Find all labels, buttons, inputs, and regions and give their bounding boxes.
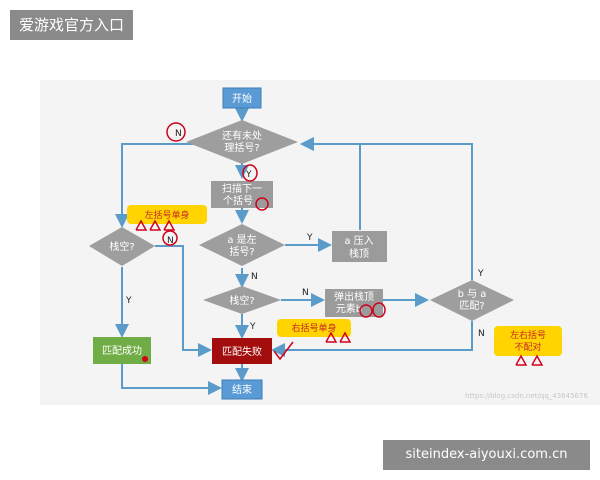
edge-labels: N Y Y N N Y N Y N Y	[125, 129, 485, 339]
triangle-mark-icon-5	[339, 331, 352, 343]
note-mismatch-text-2: 不配对	[514, 341, 541, 353]
triangle-mark-icon-6	[515, 354, 528, 366]
label-n-stackleft: N	[167, 236, 174, 246]
stackempty-mid-label: 栈空?	[229, 294, 254, 307]
pop-process: 弹出栈顶 元素b	[325, 289, 383, 317]
pop-label-2: 元素b	[336, 302, 362, 315]
circle-scan-icon	[255, 197, 269, 211]
arrow-bmatch-loop	[300, 137, 473, 280]
push-label-2: 栈顶	[349, 247, 369, 260]
note-mismatch: 左右括号 不配对	[494, 326, 562, 356]
isleft-label-2: 括号?	[229, 245, 254, 258]
bracket-matching-flowchart: 开始 还有未处 理括号? 扫描下一 个括号 a 是左 括号? a 压入 栈顶	[89, 87, 588, 400]
is-left-decision: a 是左 括号?	[199, 224, 285, 266]
watermark: https://blog.csdn.net/qq_43645676	[465, 392, 588, 400]
check-fail-icon	[273, 341, 294, 361]
success-label: 匹配成功	[102, 345, 142, 357]
label-n-bmatch: N	[478, 329, 485, 339]
triangle-mark-icon-3	[163, 219, 176, 231]
unprocessed-label-2: 理括号?	[224, 141, 259, 154]
label-y-scan: Y	[245, 170, 252, 180]
flowchart-canvas: 开始 还有未处 理括号? 扫描下一 个括号 a 是左 括号? a 压入 栈顶	[40, 80, 600, 405]
label-y-stackmid: Y	[249, 322, 256, 332]
unprocessed-decision: 还有未处 理括号?	[186, 120, 298, 164]
arrow-push-loop	[300, 137, 361, 230]
circle-n-stackleft-icon	[162, 230, 178, 246]
note-left-extra: 左括号单身	[127, 205, 207, 224]
site-title-badge[interactable]: 爱游戏官方入口	[10, 10, 134, 40]
circle-y-scan-icon	[242, 164, 258, 182]
scan-next-process: 扫描下一 个括号	[211, 181, 273, 208]
note-right-extra-text: 右括号单身	[291, 322, 336, 334]
unprocessed-label-1: 还有未处	[222, 129, 262, 142]
stack-empty-left-decision: 栈空?	[89, 227, 155, 266]
triangle-mark-icon	[135, 219, 148, 231]
bmatch-label-2: 匹配?	[459, 300, 484, 312]
circle-n-top-icon	[166, 122, 186, 142]
match-fail-node: 匹配失败	[212, 338, 272, 364]
label-y-stackleft: Y	[125, 296, 132, 306]
site-url-badge[interactable]: siteindex-aiyouxi.com.cn	[383, 440, 590, 470]
isleft-label-1: a 是左	[227, 233, 256, 246]
stack-empty-mid-decision: 栈空?	[203, 286, 281, 314]
success-mark-icon	[142, 356, 148, 362]
b-matches-decision: b 与 a 匹配?	[430, 280, 514, 321]
red-annotations	[135, 122, 544, 366]
label-y-push: Y	[306, 233, 313, 243]
label-y-bmatch: Y	[477, 269, 484, 279]
start-node: 开始	[222, 87, 262, 109]
scan-label-2: 个括号	[223, 194, 253, 207]
circle-pop-icon-2	[372, 302, 386, 318]
scan-label-1: 扫描下一	[222, 182, 262, 195]
arrow-unprocessed-to-leftstack	[115, 143, 200, 228]
triangle-mark-icon-4	[325, 331, 338, 343]
note-mismatch-text-1: 左右括号	[510, 329, 546, 341]
end-label: 结束	[232, 383, 252, 396]
match-success-node: 匹配成功	[93, 337, 151, 364]
label-n-isleft: N	[251, 272, 258, 282]
end-node: 结束	[221, 379, 263, 400]
connectors	[115, 108, 473, 395]
start-label: 开始	[232, 92, 252, 105]
stackempty-left-label: 栈空?	[109, 240, 134, 253]
triangle-mark-icon-2	[149, 219, 162, 231]
note-left-extra-text: 左括号单身	[144, 209, 189, 221]
label-n-top: N	[175, 129, 182, 139]
push-process: a 压入 栈顶	[332, 231, 387, 262]
triangle-mark-icon-7	[531, 354, 544, 366]
label-n-stackmid: N	[302, 288, 309, 298]
arrow-success-to-end	[121, 364, 222, 395]
bmatch-label-1: b 与 a	[458, 288, 487, 300]
fail-label: 匹配失败	[222, 345, 262, 358]
pop-label-1: 弹出栈顶	[334, 290, 374, 303]
note-right-extra: 右括号单身	[277, 319, 351, 337]
arrow-leftstack-to-fail	[155, 245, 212, 357]
push-label-1: a 压入	[344, 235, 373, 247]
circle-pop-icon	[359, 304, 373, 318]
arrow-bmatch-to-fail	[271, 321, 473, 357]
